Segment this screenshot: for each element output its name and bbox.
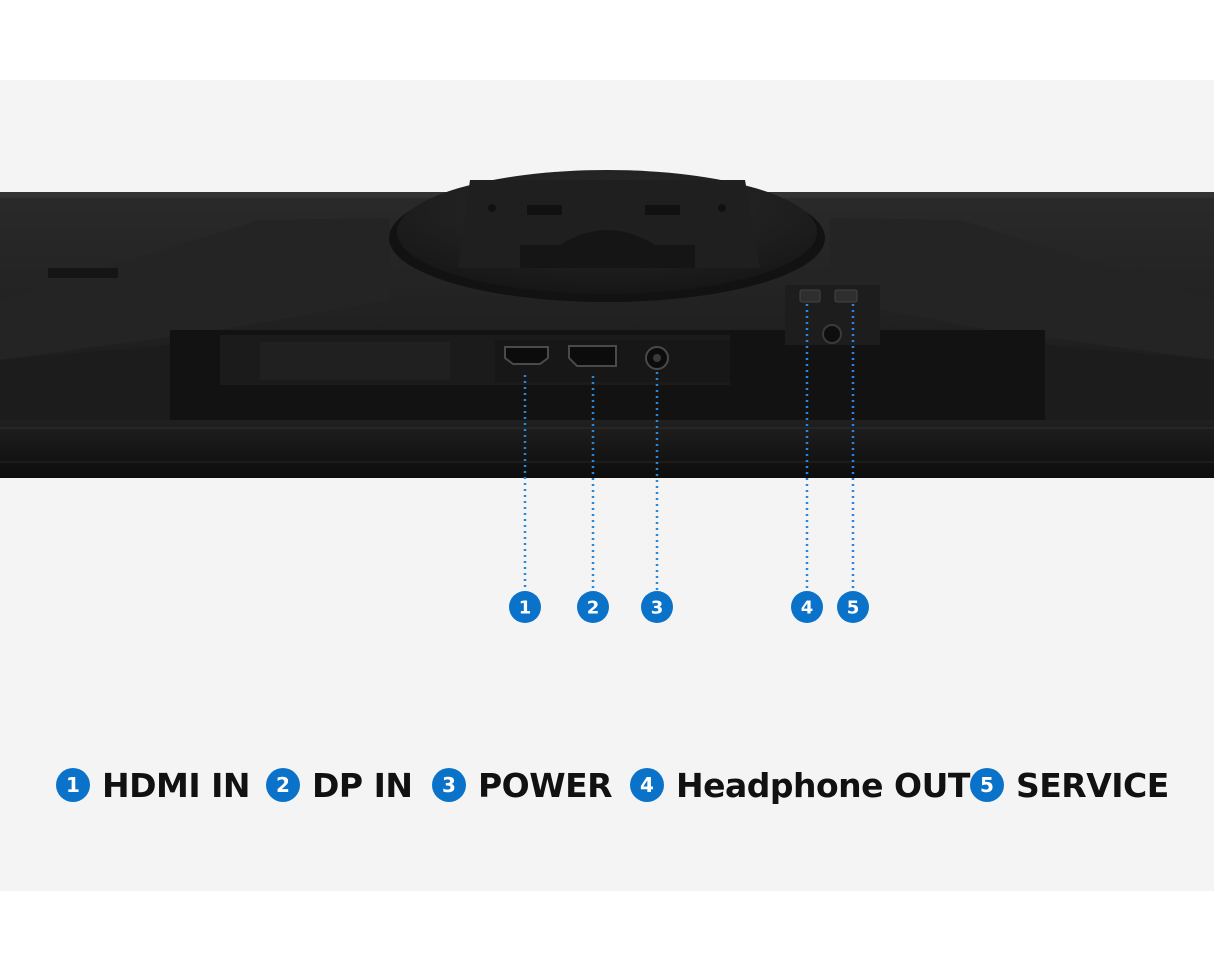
hdmi-port-icon [504,346,549,365]
legend-badge-4: 4 [630,768,664,802]
displayport-port-icon [568,345,617,367]
service-module [785,285,880,345]
legend-label-power: POWER [478,765,613,805]
leader-lines [523,304,855,592]
callout-3: 3 [641,591,673,623]
legend-badge-3: 3 [432,768,466,802]
legend-item-power: 3 POWER [432,760,613,810]
legend-badge-5: 5 [970,768,1004,802]
callout-4-number: 4 [801,598,814,619]
legend-badge-1: 1 [56,768,90,802]
legend-item-service: 5 SERVICE [970,760,1169,810]
legend-item-dp-in: 2 DP IN [266,760,413,810]
power-port-icon [645,346,669,370]
callout-4: 4 [791,591,823,623]
port-legend: 1 HDMI IN 2 DP IN 3 POWER 4 Headphone OU… [0,760,1214,810]
callout-5-number: 5 [847,598,860,619]
legend-label-hdmi-in: HDMI IN [102,765,251,805]
legend-label-headphone-out: Headphone OUT [676,765,970,805]
legend-badge-2: 2 [266,768,300,802]
callout-2-number: 2 [587,598,600,619]
monitor-body [0,192,1214,478]
callout-1-number: 1 [519,598,532,619]
legend-item-hdmi-in: 1 HDMI IN [56,760,251,810]
stand-mount [389,170,825,302]
callout-5: 5 [837,591,869,623]
callout-3-number: 3 [651,598,664,619]
legend-item-headphone-out: 4 Headphone OUT [630,760,970,810]
legend-label-dp-in: DP IN [312,765,413,805]
callout-2: 2 [577,591,609,623]
callout-1: 1 [509,591,541,623]
legend-label-service: SERVICE [1016,765,1169,805]
